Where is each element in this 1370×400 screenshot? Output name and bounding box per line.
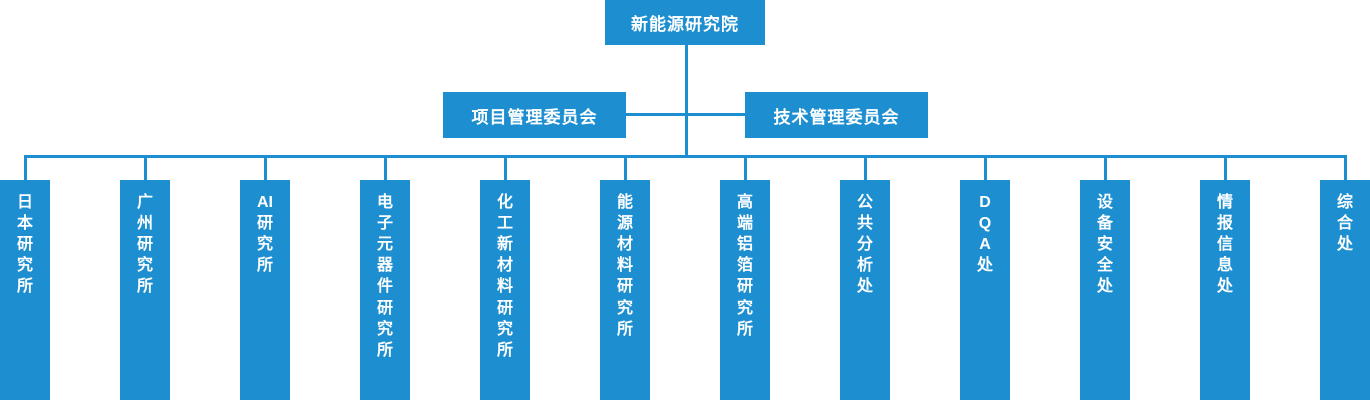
connector-stub-8 <box>864 155 867 180</box>
vertical-label: 综合处 <box>1336 194 1353 254</box>
connector-stub-7 <box>744 155 747 180</box>
vertical-label: 高端铝箔研究所 <box>736 194 753 338</box>
node-department-guangzhou-research-institute[interactable]: 广州研究所 <box>120 180 170 400</box>
connector-root-trunk <box>685 45 688 157</box>
connector-department-bus <box>25 155 1346 158</box>
connector-stub-11 <box>1224 155 1227 180</box>
vertical-label: 设备安全处 <box>1096 194 1113 296</box>
connector-stub-5 <box>504 155 507 180</box>
vertical-label: 化工新材料研究所 <box>496 194 513 359</box>
node-department-public-analysis-division[interactable]: 公共分析处 <box>840 180 890 400</box>
node-department-equipment-safety-division[interactable]: 设备安全处 <box>1080 180 1130 400</box>
node-department-chemical-new-materials-research-institute[interactable]: 化工新材料研究所 <box>480 180 530 400</box>
node-project-management-committee[interactable]: 项目管理委员会 <box>443 92 626 138</box>
connector-stub-4 <box>384 155 387 180</box>
connector-stub-10 <box>1104 155 1107 180</box>
node-root-institute[interactable]: 新能源研究院 <box>605 0 765 45</box>
vertical-label: 日本研究所 <box>16 194 33 296</box>
connector-stub-6 <box>624 155 627 180</box>
node-department-high-end-aluminum-foil-research-institute[interactable]: 高端铝箔研究所 <box>720 180 770 400</box>
node-department-japan-research-institute[interactable]: 日本研究所 <box>0 180 50 400</box>
connector-stub-3 <box>264 155 267 180</box>
node-department-energy-materials-research-institute[interactable]: 能源材料研究所 <box>600 180 650 400</box>
connector-stub-2 <box>144 155 147 180</box>
vertical-label: 电子元器件研究所 <box>376 194 393 359</box>
vertical-label: 广州研究所 <box>136 194 153 296</box>
node-department-general-affairs-division[interactable]: 综合处 <box>1320 180 1370 400</box>
node-department-intelligence-information-division[interactable]: 情报信息处 <box>1200 180 1250 400</box>
connector-stub-1 <box>24 155 27 180</box>
vertical-label: 情报信息处 <box>1216 194 1233 296</box>
vertical-label: 公共分析处 <box>856 194 873 296</box>
node-department-electronic-components-research-institute[interactable]: 电子元器件研究所 <box>360 180 410 400</box>
connector-stub-12 <box>1344 155 1347 180</box>
vertical-label: 能源材料研究所 <box>616 194 633 338</box>
node-technical-management-committee[interactable]: 技术管理委员会 <box>745 92 928 138</box>
connector-stub-9 <box>984 155 987 180</box>
connector-committee-bar <box>626 113 745 116</box>
